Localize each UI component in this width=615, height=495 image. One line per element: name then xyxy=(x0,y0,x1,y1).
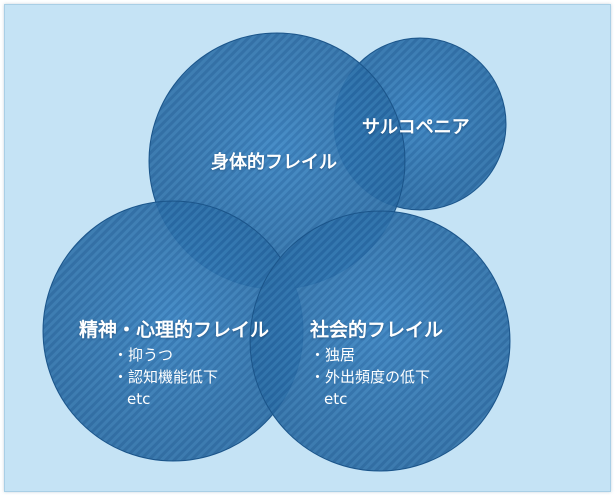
social-frailty-title: 社会的フレイル xyxy=(310,319,444,341)
list-item: ・独居 xyxy=(310,346,356,364)
list-item: ・外出頻度の低下 xyxy=(310,368,431,386)
etc-label: etc xyxy=(324,390,348,408)
physical-frailty-title: 身体的フレイル xyxy=(211,152,337,173)
mental-frailty-title: 精神・心理的フレイル xyxy=(79,319,270,341)
sarcopenia-title: サルコペニア xyxy=(362,117,470,138)
etc-label: etc xyxy=(127,390,151,408)
list-item: ・抑うつ xyxy=(113,346,174,364)
circle-mental-frailty xyxy=(42,200,304,462)
list-item: ・認知機能低下 xyxy=(113,368,219,386)
social-frailty-items: ・独居 ・外出頻度の低下 etc xyxy=(310,344,430,410)
mental-frailty-items: ・抑うつ ・認知機能低下 etc xyxy=(113,344,218,410)
circle-social-frailty xyxy=(249,210,511,472)
